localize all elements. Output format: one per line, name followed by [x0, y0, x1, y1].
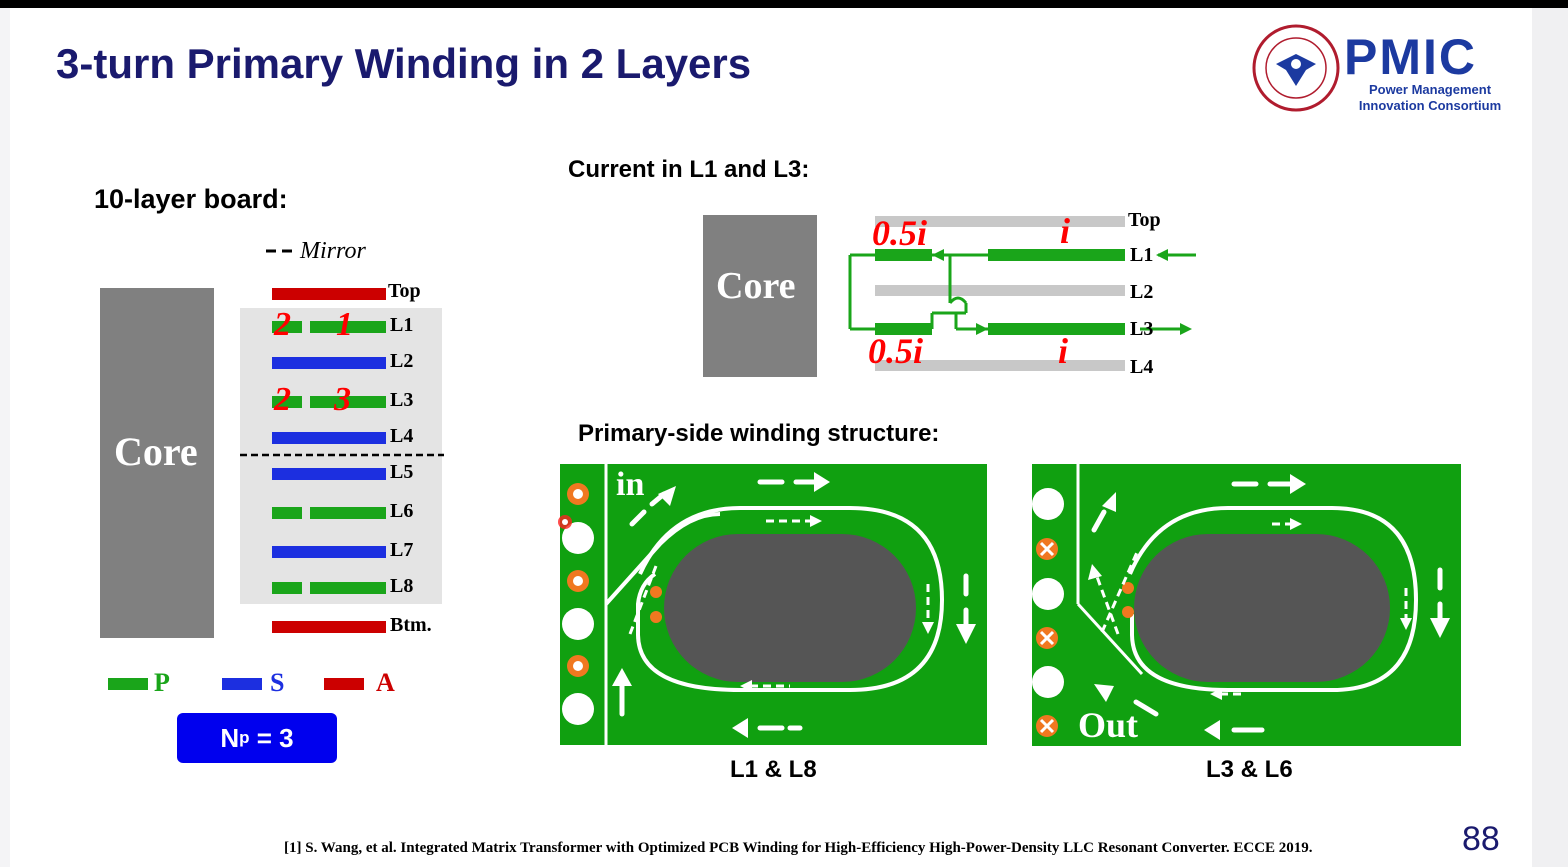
legend-p-label: P [154, 668, 170, 697]
layer-label-l6: L6 [390, 500, 414, 522]
mirror-dash-legend [266, 249, 294, 253]
layer-l5-bar [272, 468, 386, 480]
winding-caption-right: L3 & L6 [1206, 756, 1293, 783]
np-value: = 3 [249, 722, 294, 753]
layer-label-l4: L4 [390, 425, 414, 447]
current-half-bottom: 0.5i [868, 331, 924, 371]
legend-a-swatch [324, 678, 364, 690]
reference-citation: [1] S. Wang, et al. Integrated Matrix Tr… [284, 840, 1313, 856]
current-half-top: 0.5i [872, 213, 928, 253]
layer-top-bar [272, 288, 386, 300]
layer-label-l1: L1 [390, 314, 414, 336]
winding-header: Primary-side winding structure: [578, 420, 940, 447]
left-margin [0, 8, 10, 867]
layer-label-l8: L8 [390, 575, 414, 597]
layer-l8-bar-b [310, 582, 386, 594]
layer-label-l5: L5 [390, 461, 414, 483]
board-core-label: Core [114, 429, 198, 474]
layer-label-l2: L2 [390, 350, 414, 372]
board-header: 10-layer board: [94, 184, 288, 214]
current-label-top: Top [1128, 209, 1161, 231]
legend-s-swatch [222, 678, 262, 690]
mirror-label: Mirror [300, 238, 366, 264]
winding-panel-l3-l6 [1032, 464, 1461, 746]
layer-l6-bar-b [310, 507, 386, 519]
current-label-l3: L3 [1130, 318, 1154, 340]
layer-label-top: Top [388, 280, 421, 302]
turn-number-l3-a: 2 [274, 381, 291, 418]
pmic-subtitle-line2: Innovation Consortium [1358, 98, 1502, 113]
layer-l7-bar [272, 546, 386, 558]
legend-s-label: S [270, 668, 285, 697]
winding-caption-left: L1 & L8 [730, 756, 817, 783]
board-core [100, 288, 214, 638]
layer-label-btm: Btm. [390, 614, 432, 636]
current-core-label: Core [716, 265, 796, 307]
pmic-logo: PMIC [1344, 29, 1477, 85]
winding-out-label: Out [1078, 705, 1139, 745]
layer-l2-bar [272, 357, 386, 369]
legend-p-swatch [108, 678, 148, 690]
university-seal [1252, 24, 1340, 112]
pmic-subtitle-line1: Power Management [1368, 82, 1492, 97]
mirror-line [240, 453, 444, 457]
pmic-subtitle: Power Management Innovation Consortium [1352, 82, 1508, 114]
current-header: Current in L1 and L3: [568, 156, 810, 183]
top-bar [0, 0, 1568, 8]
page-number: 88 [1462, 820, 1500, 858]
layer-label-l3: L3 [390, 389, 414, 411]
layer-l1-bar-a [272, 321, 302, 333]
current-label-l1: L1 [1130, 244, 1154, 266]
turn-number-l1-b: 1 [336, 306, 353, 343]
current-label-l4: L4 [1130, 356, 1154, 378]
current-full-top: i [1060, 211, 1071, 251]
layer-btm-bar [272, 621, 386, 633]
np-label: N [220, 722, 240, 753]
turn-number-l1-a: 2 [274, 306, 291, 343]
np-sub: p [239, 728, 250, 747]
layer-label-l7: L7 [390, 539, 414, 561]
slide-title: 3-turn Primary Winding in 2 Layers [56, 40, 752, 87]
layer-l3-bar-b [310, 396, 386, 408]
layer-l1-bar-b [310, 321, 386, 333]
current-label-l2: L2 [1130, 281, 1154, 303]
current-diagram [848, 216, 1196, 371]
legend-a-label: A [376, 668, 395, 697]
current-core [703, 215, 817, 377]
layer-l8-bar-a [272, 582, 302, 594]
right-margin [1532, 8, 1568, 867]
pointer-dot [558, 515, 572, 529]
winding-panel-l1-l8 [560, 464, 987, 745]
layer-l3-bar-a [272, 396, 302, 408]
winding-in-label: in [616, 466, 645, 503]
current-full-bottom: i [1058, 331, 1069, 371]
layer-l4-bar [272, 432, 386, 444]
turn-number-l3-b: 3 [334, 381, 351, 418]
layer-l6-bar-a [272, 507, 302, 519]
